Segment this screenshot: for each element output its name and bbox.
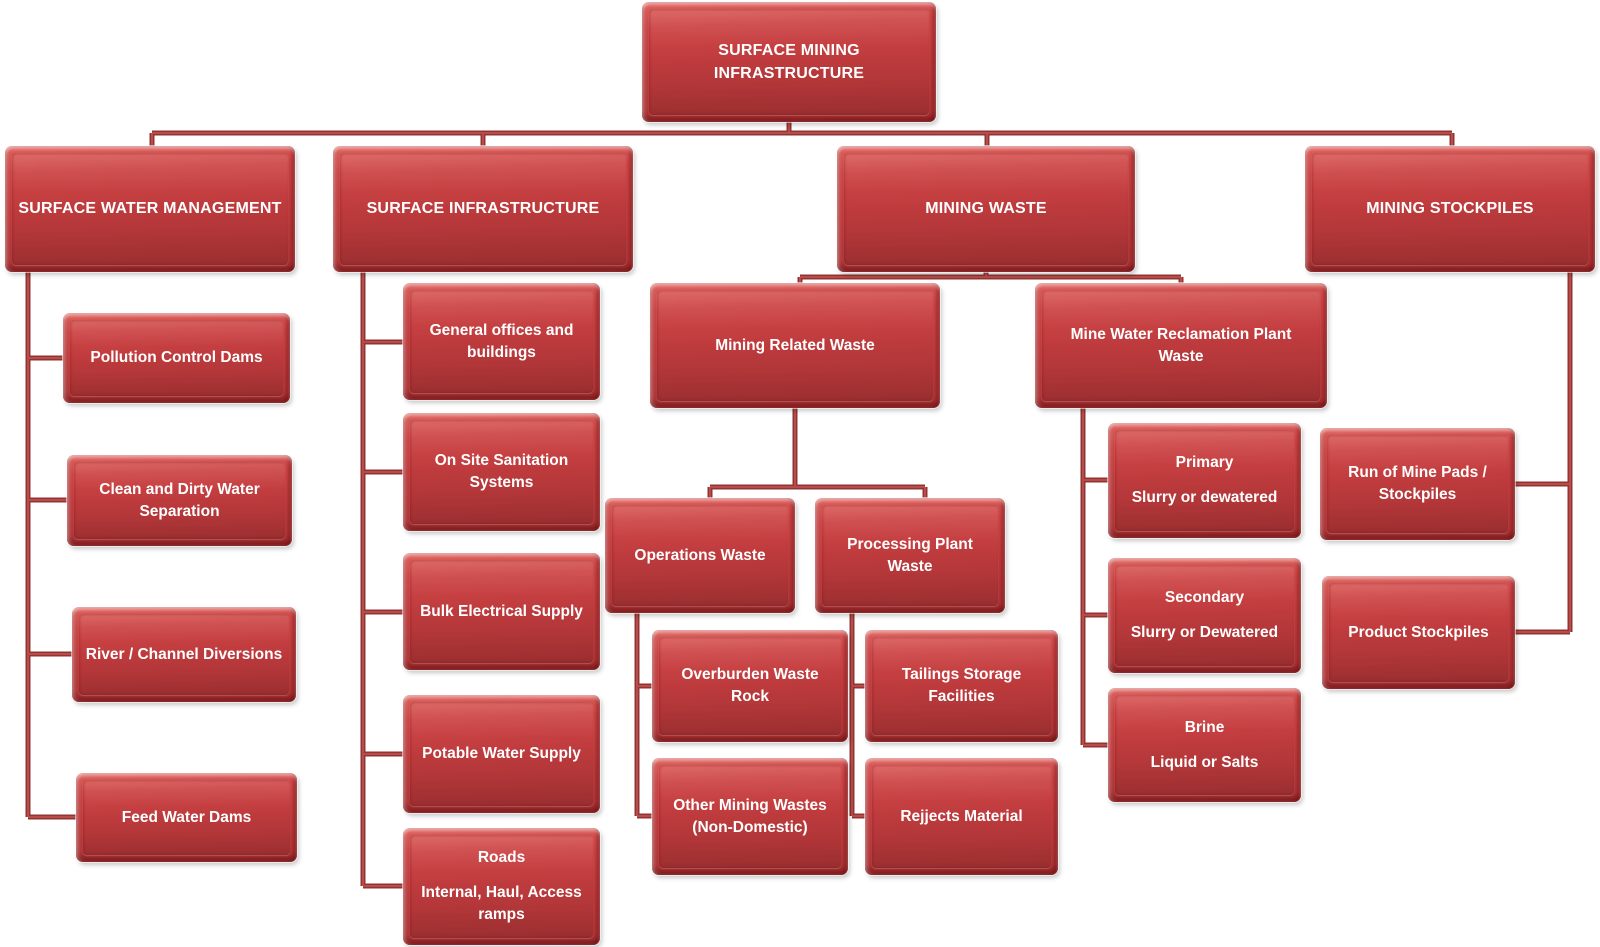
node-clean-dirty-water-separation: Clean and Dirty Water Separation xyxy=(67,455,292,546)
node-rejjects-material: Rejjects Material xyxy=(865,758,1058,875)
node-label: SURFACE WATER MANAGEMENT xyxy=(18,200,282,218)
node-product-stockpiles: Product Stockpiles xyxy=(1322,576,1515,689)
node-subtitle: Internal, Haul, Access ramps xyxy=(421,884,582,923)
node-title: Secondary xyxy=(1164,589,1245,606)
node-run-of-mine-pads-stockpiles: Run of Mine Pads / Stockpiles xyxy=(1320,428,1515,540)
node-primary-slurry: Primary Slurry or dewatered xyxy=(1108,423,1301,538)
node-label: Pollution Control Dams xyxy=(90,349,263,366)
node-label: Potable Water Supply xyxy=(422,745,581,762)
node-title: Primary xyxy=(1175,454,1234,471)
node-label: Clean and Dirty Water Separation xyxy=(99,480,260,520)
node-feed-water-dams: Feed Water Dams xyxy=(76,773,297,862)
node-label: Rejjects Material xyxy=(900,807,1023,825)
node-label: Feed Water Dams xyxy=(121,808,252,826)
node-mining-stockpiles: MINING STOCKPILES xyxy=(1305,146,1595,272)
node-subtitle: Slurry or dewatered xyxy=(1131,489,1278,506)
node-processing-plant-waste: Processing Plant Waste xyxy=(815,498,1005,613)
node-river-channel-diversions: River / Channel Diversions xyxy=(72,607,296,702)
node-title: Brine xyxy=(1184,718,1225,736)
node-pollution-control-dams: Pollution Control Dams xyxy=(63,313,290,403)
node-label: Operations Waste xyxy=(634,546,766,564)
node-mine-water-reclamation-plant-waste: Mine Water Reclamation Plant Waste xyxy=(1035,283,1327,408)
node-label: Other Mining Wastes (Non-Domestic) xyxy=(673,796,827,836)
node-label: On Site Sanitation Systems xyxy=(434,452,569,491)
node-label: Mine Water Reclamation Plant Waste xyxy=(1070,325,1292,365)
node-bulk-electrical-supply: Bulk Electrical Supply xyxy=(403,553,600,670)
node-label: MINING WASTE xyxy=(925,200,1047,218)
node-surface-mining-infrastructure: SURFACE MINING INFRASTRUCTURE xyxy=(642,2,936,122)
node-other-mining-wastes: Other Mining Wastes (Non-Domestic) xyxy=(652,758,848,875)
node-label: Processing Plant Waste xyxy=(847,535,973,575)
node-label: Product Stockpiles xyxy=(1348,623,1489,641)
node-tailings-storage-facilities: Tailings Storage Facilities xyxy=(865,630,1058,742)
node-label: General offices and buildings xyxy=(429,321,574,361)
node-title: Roads xyxy=(477,849,526,866)
node-overburden-waste-rock: Overburden Waste Rock xyxy=(652,630,848,742)
node-label: Bulk Electrical Supply xyxy=(420,602,583,620)
node-roads: Roads Internal, Haul, Access ramps xyxy=(403,828,600,945)
node-brine: Brine Liquid or Salts xyxy=(1108,688,1301,802)
node-label: Run of Mine Pads / Stockpiles xyxy=(1348,464,1487,503)
node-label: River / Channel Diversions xyxy=(85,645,283,663)
node-label: MINING STOCKPILES xyxy=(1366,200,1534,218)
node-label: SURFACE MINING INFRASTRUCTURE xyxy=(713,41,865,82)
node-label: Tailings Storage Facilities xyxy=(901,666,1022,705)
node-on-site-sanitation-systems: On Site Sanitation Systems xyxy=(403,413,600,531)
node-label: Mining Related Waste xyxy=(715,336,875,354)
node-mining-related-waste: Mining Related Waste xyxy=(650,283,940,408)
node-surface-water-management: SURFACE WATER MANAGEMENT xyxy=(5,146,295,272)
node-potable-water-supply: Potable Water Supply xyxy=(403,695,600,813)
node-general-offices-buildings: General offices and buildings xyxy=(403,283,600,400)
node-secondary-slurry: Secondary Slurry or Dewatered xyxy=(1108,558,1301,673)
node-operations-waste: Operations Waste xyxy=(605,498,795,613)
node-subtitle: Slurry or Dewatered xyxy=(1130,624,1279,641)
node-subtitle: Liquid or Salts xyxy=(1150,753,1259,771)
node-mining-waste: MINING WASTE xyxy=(837,146,1135,272)
node-label: SURFACE INFRASTRUCTURE xyxy=(366,200,600,218)
node-surface-infrastructure: SURFACE INFRASTRUCTURE xyxy=(333,146,633,272)
node-label: Overburden Waste Rock xyxy=(681,666,819,705)
